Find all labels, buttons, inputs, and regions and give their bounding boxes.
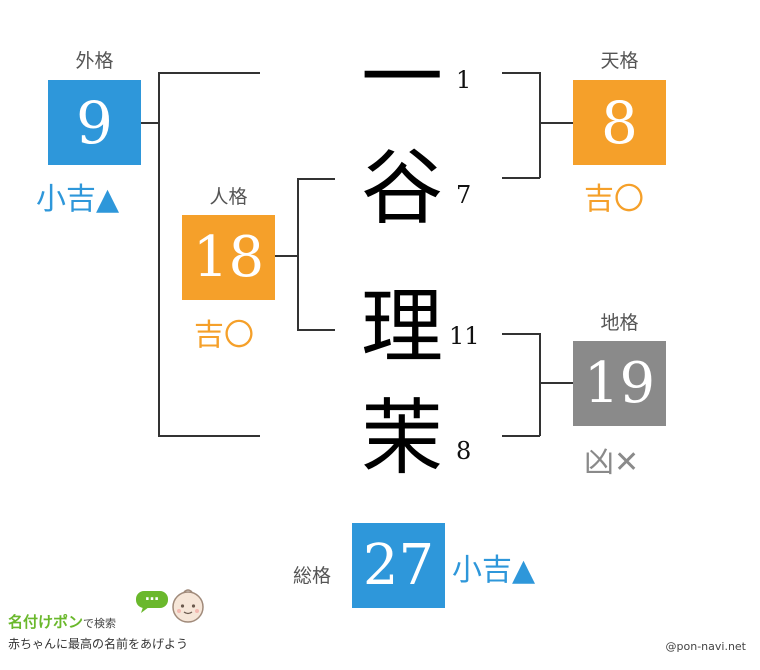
name-char-3: 理: [361, 280, 444, 375]
chikaku-fortune: 凶✕: [584, 445, 640, 480]
gaikaku-box: 9: [48, 80, 141, 165]
tenkaku-connector: [539, 122, 573, 124]
name-char-2: 谷: [361, 141, 444, 236]
tenkaku-bracket-bottom: [502, 177, 540, 179]
jinkaku-fortune: 吉〇: [194, 318, 254, 353]
chikaku-value: 19: [583, 351, 656, 416]
soukaku-fortune: 小吉▲: [452, 553, 536, 588]
baby-face-icon: [170, 588, 206, 624]
name-char-3-strokes: 11: [449, 322, 480, 350]
name-char-4-strokes: 8: [456, 437, 472, 465]
chikaku-bracket-top: [502, 333, 540, 335]
tenkaku-bracket-vertical: [539, 72, 541, 178]
logo-tagline: 赤ちゃんに最高の名前をあげよう: [8, 637, 189, 651]
tenkaku-label: 天格: [600, 50, 639, 72]
chikaku-bracket-vertical: [539, 333, 541, 436]
gaikaku-label: 外格: [75, 50, 114, 72]
tenkaku-value: 8: [601, 88, 638, 157]
tenkaku-box: 8: [573, 80, 666, 165]
tenkaku-fortune: 吉〇: [584, 182, 644, 217]
jinkaku-value: 18: [192, 225, 265, 290]
name-char-1: 一: [361, 31, 444, 126]
chikaku-bracket-bottom: [502, 435, 540, 437]
chat-bubble-icon: …: [135, 588, 169, 614]
soukaku-value: 27: [362, 533, 435, 598]
jinkaku-bracket-bottom: [297, 329, 335, 331]
gaikaku-bracket-bottom: [158, 435, 260, 437]
soukaku-box: 27: [352, 523, 445, 608]
gaikaku-value: 9: [76, 88, 113, 157]
logo-title-text: 名付けポン: [8, 613, 84, 631]
gaikaku-connector: [140, 122, 158, 124]
jinkaku-bracket-vertical: [297, 178, 299, 330]
jinkaku-label: 人格: [209, 186, 248, 208]
soukaku-label: 総格: [292, 565, 331, 587]
logo-title: 名付けポンで検索: [8, 611, 116, 632]
jinkaku-connector: [275, 255, 297, 257]
gaikaku-fortune: 小吉▲: [36, 182, 120, 217]
jinkaku-bracket-top: [297, 178, 335, 180]
gaikaku-bracket-vertical: [158, 72, 160, 436]
chikaku-connector: [539, 382, 573, 384]
chat-bubble-dots: …: [145, 588, 159, 604]
name-char-2-strokes: 7: [456, 181, 472, 209]
chikaku-label: 地格: [600, 312, 639, 334]
tenkaku-bracket-top: [502, 72, 540, 74]
logo-search-text: で検索: [83, 617, 117, 630]
name-char-4: 茉: [361, 391, 444, 486]
gaikaku-bracket-top: [158, 72, 260, 74]
chikaku-box: 19: [573, 341, 666, 426]
copyright: @pon-navi.net: [665, 640, 746, 653]
name-char-1-strokes: 1: [456, 66, 472, 94]
jinkaku-box: 18: [182, 215, 275, 300]
